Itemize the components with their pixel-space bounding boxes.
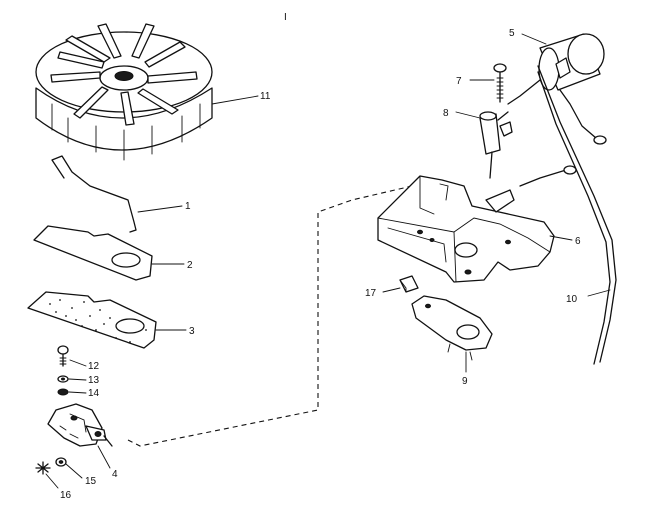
flywheel-part-11 [35, 23, 213, 161]
callout-6: 6 [575, 236, 581, 247]
callout-17: 17 [365, 288, 377, 299]
lock-washer-part-14 [57, 388, 69, 396]
star-washer-part-16 [35, 461, 51, 475]
condenser-part-8 [479, 111, 513, 179]
callout-12: 12 [88, 361, 100, 372]
stray-mark: I [284, 12, 287, 23]
callout-3: 3 [189, 326, 195, 337]
callout-15: 15 [85, 476, 97, 487]
callout-2: 2 [187, 260, 193, 271]
callout-8: 8 [443, 108, 449, 119]
callout-11: 11 [260, 91, 271, 102]
ignition-coil-part-5 [507, 33, 607, 145]
nut-part-15 [55, 457, 67, 467]
callout-4: 4 [112, 469, 118, 480]
wire-part-10 [519, 65, 617, 365]
callout-10: 10 [566, 294, 578, 305]
washer-part-13 [57, 375, 69, 383]
gasket-part-3 [27, 291, 157, 349]
spring-clip-part-1 [51, 155, 137, 233]
stator-plate-part-6 [377, 175, 555, 283]
cam-plate-part-9 [411, 295, 493, 361]
callout-9: 9 [462, 376, 468, 387]
plate-part-2 [33, 225, 153, 281]
dashed-assembly-line [127, 185, 413, 447]
screw-part-7 [493, 63, 507, 103]
block-part-17 [399, 275, 419, 293]
screw-part-12 [57, 345, 69, 367]
callout-14: 14 [88, 388, 100, 399]
callout-13: 13 [88, 375, 100, 386]
callout-16: 16 [60, 490, 72, 501]
callout-1: 1 [185, 201, 191, 212]
callout-5: 5 [509, 28, 515, 39]
breaker-points-part-4 [47, 403, 113, 447]
callout-7: 7 [456, 76, 462, 87]
